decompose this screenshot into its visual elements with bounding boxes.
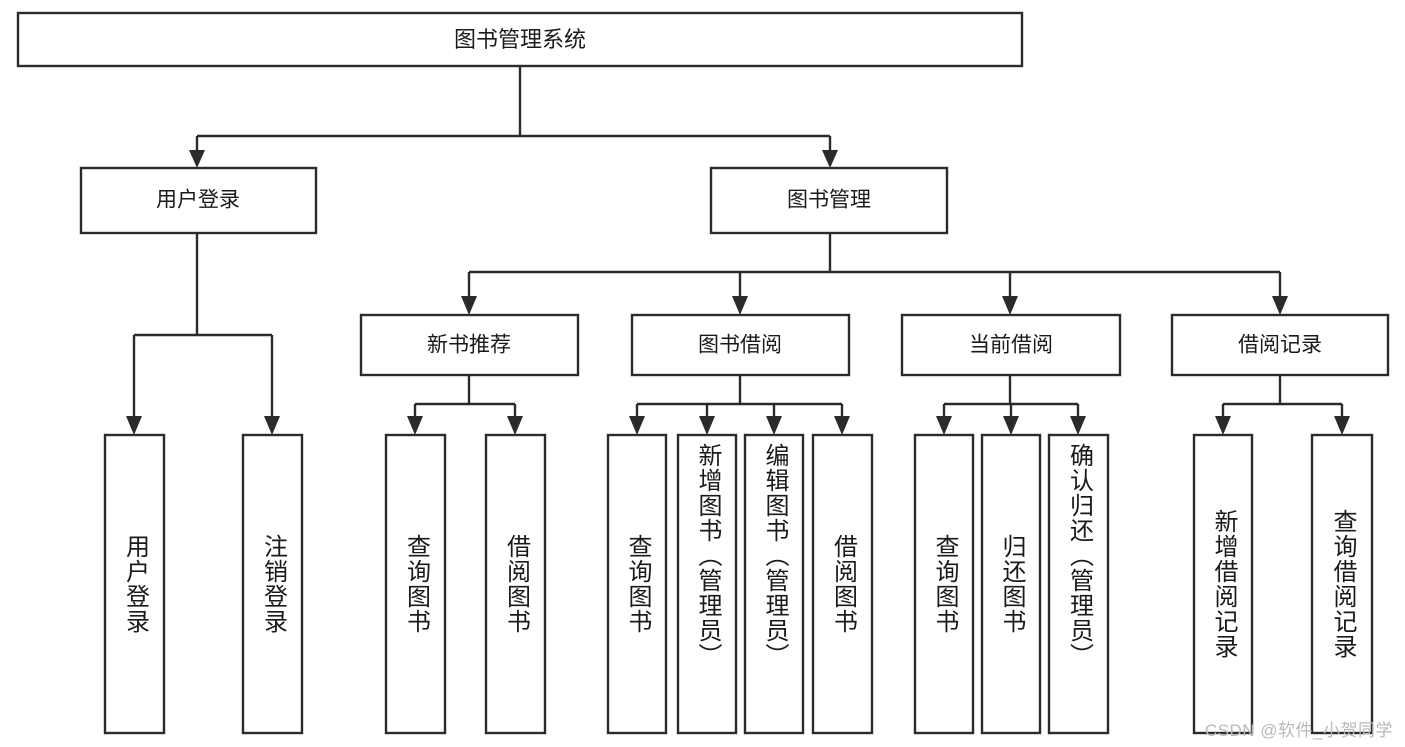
leaf-box-add-book-admin[interactable] (676, 433, 738, 735)
arrow-head-leaf-borrow-book-2 (834, 416, 850, 435)
leaf-box-query-book-1[interactable] (384, 433, 447, 735)
arrow-head-leaf-query-borrow-record (1334, 416, 1350, 435)
arrow-head-leaf-confirm-return-admin (1070, 416, 1086, 435)
node-current-borrow[interactable]: 当前借阅 (900, 313, 1122, 377)
arrow-head-leaf-add-book-admin (699, 416, 715, 435)
leaf-box-edit-book-admin[interactable] (743, 433, 805, 735)
node-user-login[interactable]: 用户登录 (79, 166, 318, 235)
arrow-head-leaf-user-login (126, 416, 142, 435)
leaf-box-user-login[interactable] (103, 433, 166, 735)
node-new-book-recommend[interactable]: 新书推荐 (359, 313, 580, 377)
leaf-box-query-book-3[interactable] (913, 433, 975, 735)
arrow-head-leaf-add-borrow-record (1215, 416, 1231, 435)
node-current-borrow-box[interactable] (900, 313, 1122, 377)
node-root-label: 图书管理系统 (454, 27, 586, 52)
leaf-box-borrow-book-1[interactable] (484, 433, 547, 735)
leaf-box-confirm-return-admin[interactable] (1047, 433, 1110, 735)
node-new-book-recommend-label: 新书推荐 (427, 334, 511, 357)
arrow-head-leaf-query-book-3 (936, 416, 952, 435)
node-book-manage-box[interactable] (709, 166, 949, 235)
connector-layer (126, 66, 1350, 435)
arrow-head-leaf-user-logout (264, 416, 280, 435)
node-user-login-label: 用户登录 (156, 189, 240, 212)
node-borrow-record[interactable]: 借阅记录 (1170, 313, 1390, 377)
leaf-box-layer (103, 433, 1374, 735)
leaf-box-query-book-2[interactable] (606, 433, 668, 735)
watermark-text: CSDN @软件_小贺同学 (1204, 721, 1393, 740)
node-user-login-box[interactable] (79, 166, 318, 235)
arrow-head-leaf-return-book (1003, 416, 1019, 435)
node-borrow-record-box[interactable] (1170, 313, 1390, 377)
arrow-head-book-borrow (732, 296, 748, 315)
arrow-head-new-book-recommend (461, 296, 477, 315)
node-new-book-recommend-box[interactable] (359, 313, 580, 377)
leaf-box-user-logout[interactable] (241, 433, 304, 735)
arrow-head-user-login (189, 150, 205, 168)
node-book-manage[interactable]: 图书管理 (709, 166, 949, 235)
node-borrow-record-label: 借阅记录 (1238, 334, 1322, 357)
leaf-box-borrow-book-2[interactable] (811, 433, 874, 735)
arrow-head-leaf-query-book-2 (629, 416, 645, 435)
node-current-borrow-label: 当前借阅 (969, 334, 1053, 357)
arrow-head-current-borrow (1002, 296, 1018, 315)
node-book-manage-label: 图书管理 (787, 189, 871, 212)
leaf-box-return-book[interactable] (980, 433, 1042, 735)
leaf-box-add-borrow-record[interactable] (1192, 433, 1254, 735)
node-book-borrow-box[interactable] (630, 313, 851, 377)
arrow-head-book-manage (822, 150, 838, 168)
arrow-head-leaf-edit-book-admin (766, 416, 782, 435)
node-root-box[interactable] (16, 11, 1024, 68)
leaf-box-query-borrow-record[interactable] (1310, 433, 1374, 735)
arrow-head-borrow-record (1272, 296, 1288, 315)
arrow-head-leaf-borrow-book-1 (507, 416, 523, 435)
node-book-borrow-label: 图书借阅 (698, 334, 782, 357)
node-root[interactable]: 图书管理系统 (16, 11, 1024, 68)
node-book-borrow[interactable]: 图书借阅 (630, 313, 851, 377)
arrow-head-leaf-query-book-1 (407, 416, 423, 435)
